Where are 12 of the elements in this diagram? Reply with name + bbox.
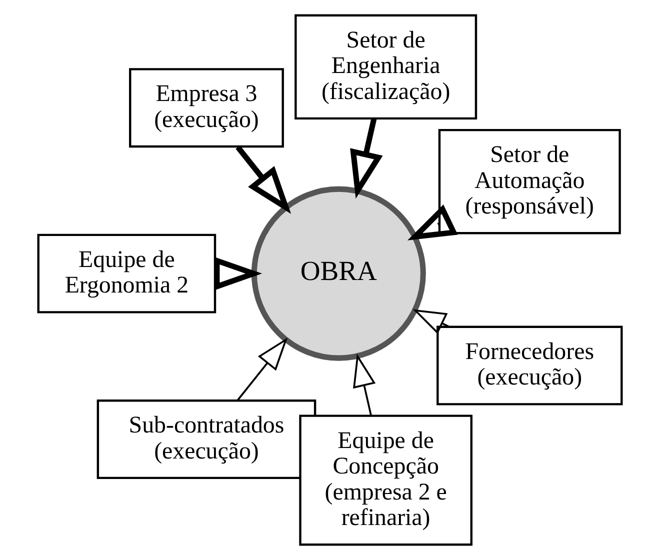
arrow [352, 354, 376, 416]
node-box: Sub-contratados (execução) [96, 400, 316, 480]
arrow [236, 338, 288, 401]
arrow [406, 204, 458, 240]
arrow [350, 118, 382, 199]
arrow [235, 145, 291, 214]
node-box: Equipe de Concepção (empresa 2 e refinaria) [298, 414, 472, 546]
node-box: Fornecedores (execução) [436, 326, 622, 406]
node-box: Setor de Engenharia (fiscalização) [294, 14, 477, 120]
node-circle: OBRA [250, 186, 426, 361]
arrow [412, 309, 450, 334]
node-box: Empresa 3 (execução) [128, 68, 284, 148]
